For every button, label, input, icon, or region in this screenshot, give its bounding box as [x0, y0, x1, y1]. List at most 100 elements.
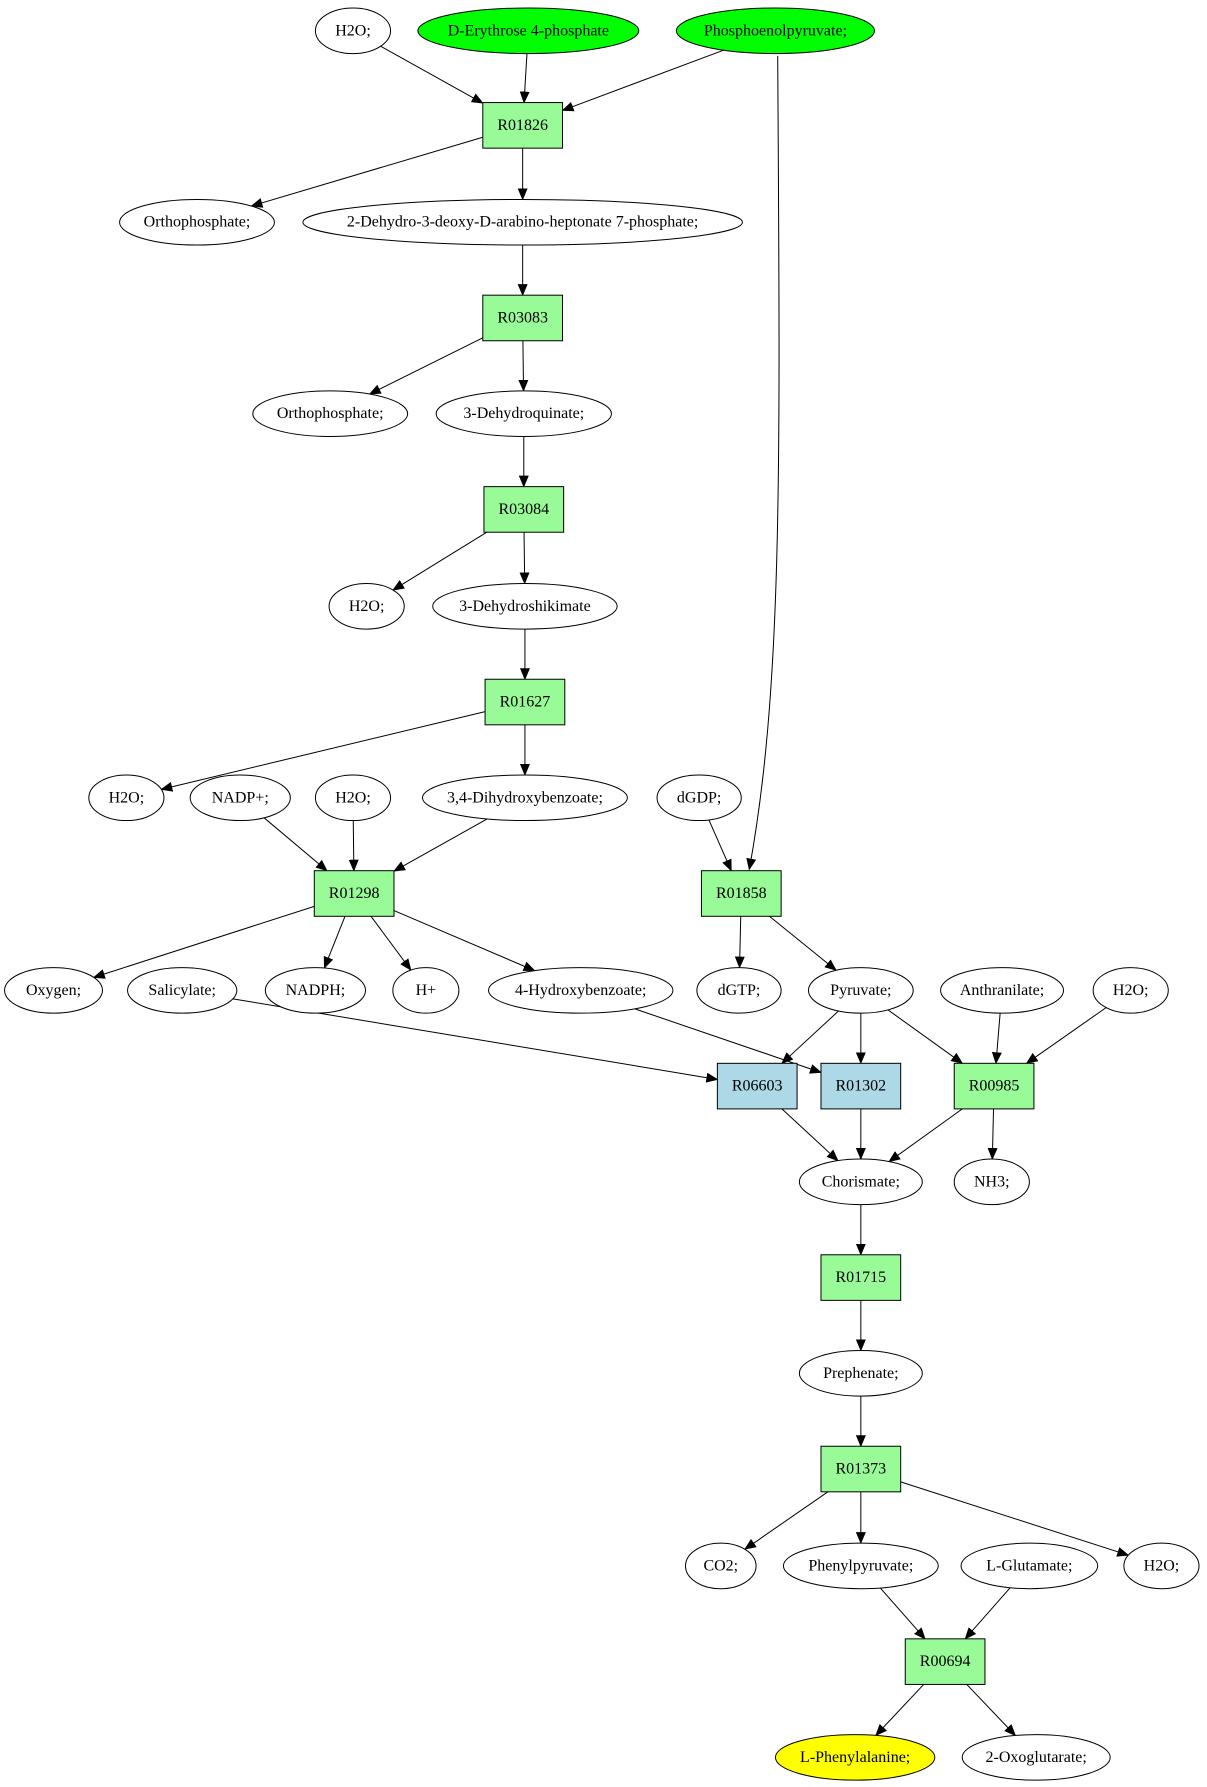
- node-label: H2O;: [1113, 982, 1149, 999]
- node-label: R06603: [732, 1078, 783, 1095]
- compound-ellipse: [4, 967, 103, 1014]
- compound-node-c-h2o-top[interactable]: H2O;: [314, 7, 392, 55]
- edge-c_h2o_4-to-r_R01298: [348, 820, 359, 872]
- node-label: NADP+;: [212, 789, 269, 806]
- reaction-node-r-r00985[interactable]: R00985: [953, 1062, 1035, 1110]
- compound-node-c-h2o-4[interactable]: H2O;: [314, 774, 392, 822]
- reaction-box: [904, 1638, 986, 1685]
- node-label: Salicylate;: [148, 982, 216, 999]
- compound-ellipse: [961, 1734, 1111, 1781]
- compound-ellipse: [252, 390, 409, 437]
- reaction-node-r-r03084[interactable]: R03084: [483, 486, 565, 533]
- edge-r_R01298-to-c_hplus: [370, 915, 412, 971]
- node-label: Anthranilate;: [960, 982, 1044, 999]
- compound-node-c-h2o-6[interactable]: H2O;: [1123, 1542, 1200, 1590]
- node-label: H2O;: [335, 789, 371, 806]
- compound-ellipse: [119, 198, 275, 246]
- compound-node-c-hplus[interactable]: H+: [392, 967, 460, 1014]
- compound-ellipse: [264, 967, 367, 1014]
- reaction-box: [820, 1254, 902, 1301]
- edge-c_pyruvate-to-r_R06603: [781, 1010, 839, 1064]
- edge-c_e4p-to-r_R01826: [519, 53, 530, 104]
- edge-r_R03083-to-c_dhq: [518, 340, 529, 392]
- compound-node-c-pyruvate[interactable]: Pyruvate;: [807, 967, 914, 1014]
- compound-ellipse: [675, 7, 876, 55]
- compound-ellipse: [88, 774, 165, 822]
- compound-node-c-phenylpyruvate[interactable]: Phenylpyruvate;: [782, 1542, 939, 1590]
- node-label: CO2;: [703, 1557, 738, 1574]
- reaction-node-r-r03083[interactable]: R03083: [482, 294, 564, 342]
- reaction-node-r-r01826[interactable]: R01826: [482, 102, 564, 149]
- compound-ellipse: [392, 967, 460, 1014]
- compound-node-c-prephenate[interactable]: Prephenate;: [798, 1350, 923, 1397]
- node-label: R00985: [969, 1078, 1020, 1095]
- compound-node-c-chorismate[interactable]: Chorismate;: [798, 1158, 923, 1206]
- compound-node-c-orthophosphate-2[interactable]: Orthophosphate;: [252, 390, 409, 437]
- reaction-node-r-r01715[interactable]: R01715: [820, 1254, 902, 1301]
- compound-node-c-dgtp[interactable]: dGTP;: [696, 967, 782, 1014]
- reaction-node-r-r01373[interactable]: R01373: [820, 1445, 902, 1493]
- edge-r_R06603-to-c_chorismate: [781, 1108, 839, 1162]
- compound-node-c-nadph[interactable]: NADPH;: [264, 967, 367, 1014]
- edge-r_R00694-to-c_2og: [966, 1684, 1017, 1737]
- node-label: R01715: [836, 1269, 887, 1286]
- compound-node-c-e4p[interactable]: D-Erythrose 4-phosphate: [417, 7, 640, 55]
- compound-node-c-dhq[interactable]: 3-Dehydroquinate;: [435, 390, 612, 437]
- edge-c_pyruvate-to-r_R00985: [887, 1009, 964, 1064]
- node-label: H2O;: [335, 22, 371, 39]
- compound-node-c-orthophosphate-1[interactable]: Orthophosphate;: [119, 198, 275, 246]
- compound-node-c-h2o-5[interactable]: H2O;: [1092, 967, 1169, 1014]
- compound-node-c-lphe[interactable]: L-Phenylalanine;: [774, 1734, 936, 1781]
- compound-ellipse: [1123, 1542, 1200, 1590]
- compound-node-c-h2o-3[interactable]: H2O;: [88, 774, 165, 822]
- compound-ellipse: [684, 1542, 757, 1590]
- compound-ellipse: [302, 198, 743, 246]
- reaction-node-r-r01302[interactable]: R01302: [820, 1062, 902, 1110]
- compound-node-c-h2o-2[interactable]: H2O;: [328, 583, 405, 630]
- edge-r_R01826-to-c_orthophosphate_1: [250, 136, 483, 208]
- compound-node-c-co2[interactable]: CO2;: [684, 1542, 757, 1590]
- compound-ellipse: [807, 967, 914, 1014]
- edge-r_R00694-to-c_lphe: [875, 1684, 925, 1737]
- node-label: H+: [416, 982, 437, 999]
- compound-ellipse: [189, 774, 291, 822]
- compound-node-c-nadp[interactable]: NADP+;: [189, 774, 291, 822]
- edge-r_R01858-to-c_dgtp: [734, 916, 745, 969]
- compound-node-c-pep[interactable]: Phosphoenolpyruvate;: [675, 7, 876, 55]
- reaction-box: [820, 1062, 902, 1110]
- edge-c_nadp-to-r_R01298: [263, 817, 328, 872]
- compound-node-c-4hb[interactable]: 4-Hydroxybenzoate;: [487, 967, 674, 1014]
- compound-node-c-2og[interactable]: 2-Oxoglutarate;: [961, 1734, 1111, 1781]
- compound-node-c-anthranilate[interactable]: Anthranilate;: [940, 967, 1065, 1014]
- compound-node-c-dhs[interactable]: 3-Dehydroshikimate: [432, 583, 618, 630]
- node-label: R03084: [498, 501, 549, 518]
- node-label: R01373: [836, 1461, 887, 1478]
- compound-ellipse: [774, 1734, 936, 1781]
- reaction-node-r-r06603[interactable]: R06603: [716, 1062, 798, 1110]
- compound-node-c-dgdp[interactable]: dGDP;: [656, 774, 742, 822]
- compound-node-c-nh3[interactable]: NH3;: [953, 1158, 1030, 1206]
- node-label: R01627: [500, 694, 551, 711]
- node-label: 4-Hydroxybenzoate;: [515, 982, 647, 999]
- reaction-node-r-r01298[interactable]: R01298: [313, 870, 395, 917]
- node-label: R00694: [920, 1653, 971, 1670]
- edge-r_R03084-to-c_h2o_2: [392, 531, 488, 591]
- node-label: R01302: [836, 1078, 887, 1095]
- edge-c_lglutamate-to-r_R00694: [964, 1587, 1011, 1640]
- compound-node-c-salicylate[interactable]: Salicylate;: [127, 967, 238, 1014]
- compound-ellipse: [656, 774, 742, 822]
- edge-r_R01298-to-c_oxygen: [92, 905, 315, 979]
- compound-node-c-lglutamate[interactable]: L-Glutamate;: [960, 1542, 1099, 1590]
- compound-node-c-dhb[interactable]: 3,4-Dihydroxybenzoate;: [421, 774, 628, 822]
- reaction-node-r-r00694[interactable]: R00694: [904, 1638, 986, 1685]
- node-label: H2O;: [1144, 1557, 1180, 1574]
- compound-node-c-dahp[interactable]: 2-Dehydro-3-deoxy-D-arabino-heptonate 7-…: [302, 198, 743, 246]
- compound-node-c-oxygen[interactable]: Oxygen;: [4, 967, 103, 1014]
- reaction-node-r-r01858[interactable]: R01858: [700, 870, 782, 917]
- reaction-box: [820, 1445, 902, 1493]
- compound-ellipse: [432, 583, 618, 630]
- edge-c_pep-to-r_R01826: [561, 49, 724, 112]
- compound-ellipse: [696, 967, 782, 1014]
- node-label: R01298: [329, 885, 380, 902]
- reaction-node-r-r01627[interactable]: R01627: [484, 678, 566, 726]
